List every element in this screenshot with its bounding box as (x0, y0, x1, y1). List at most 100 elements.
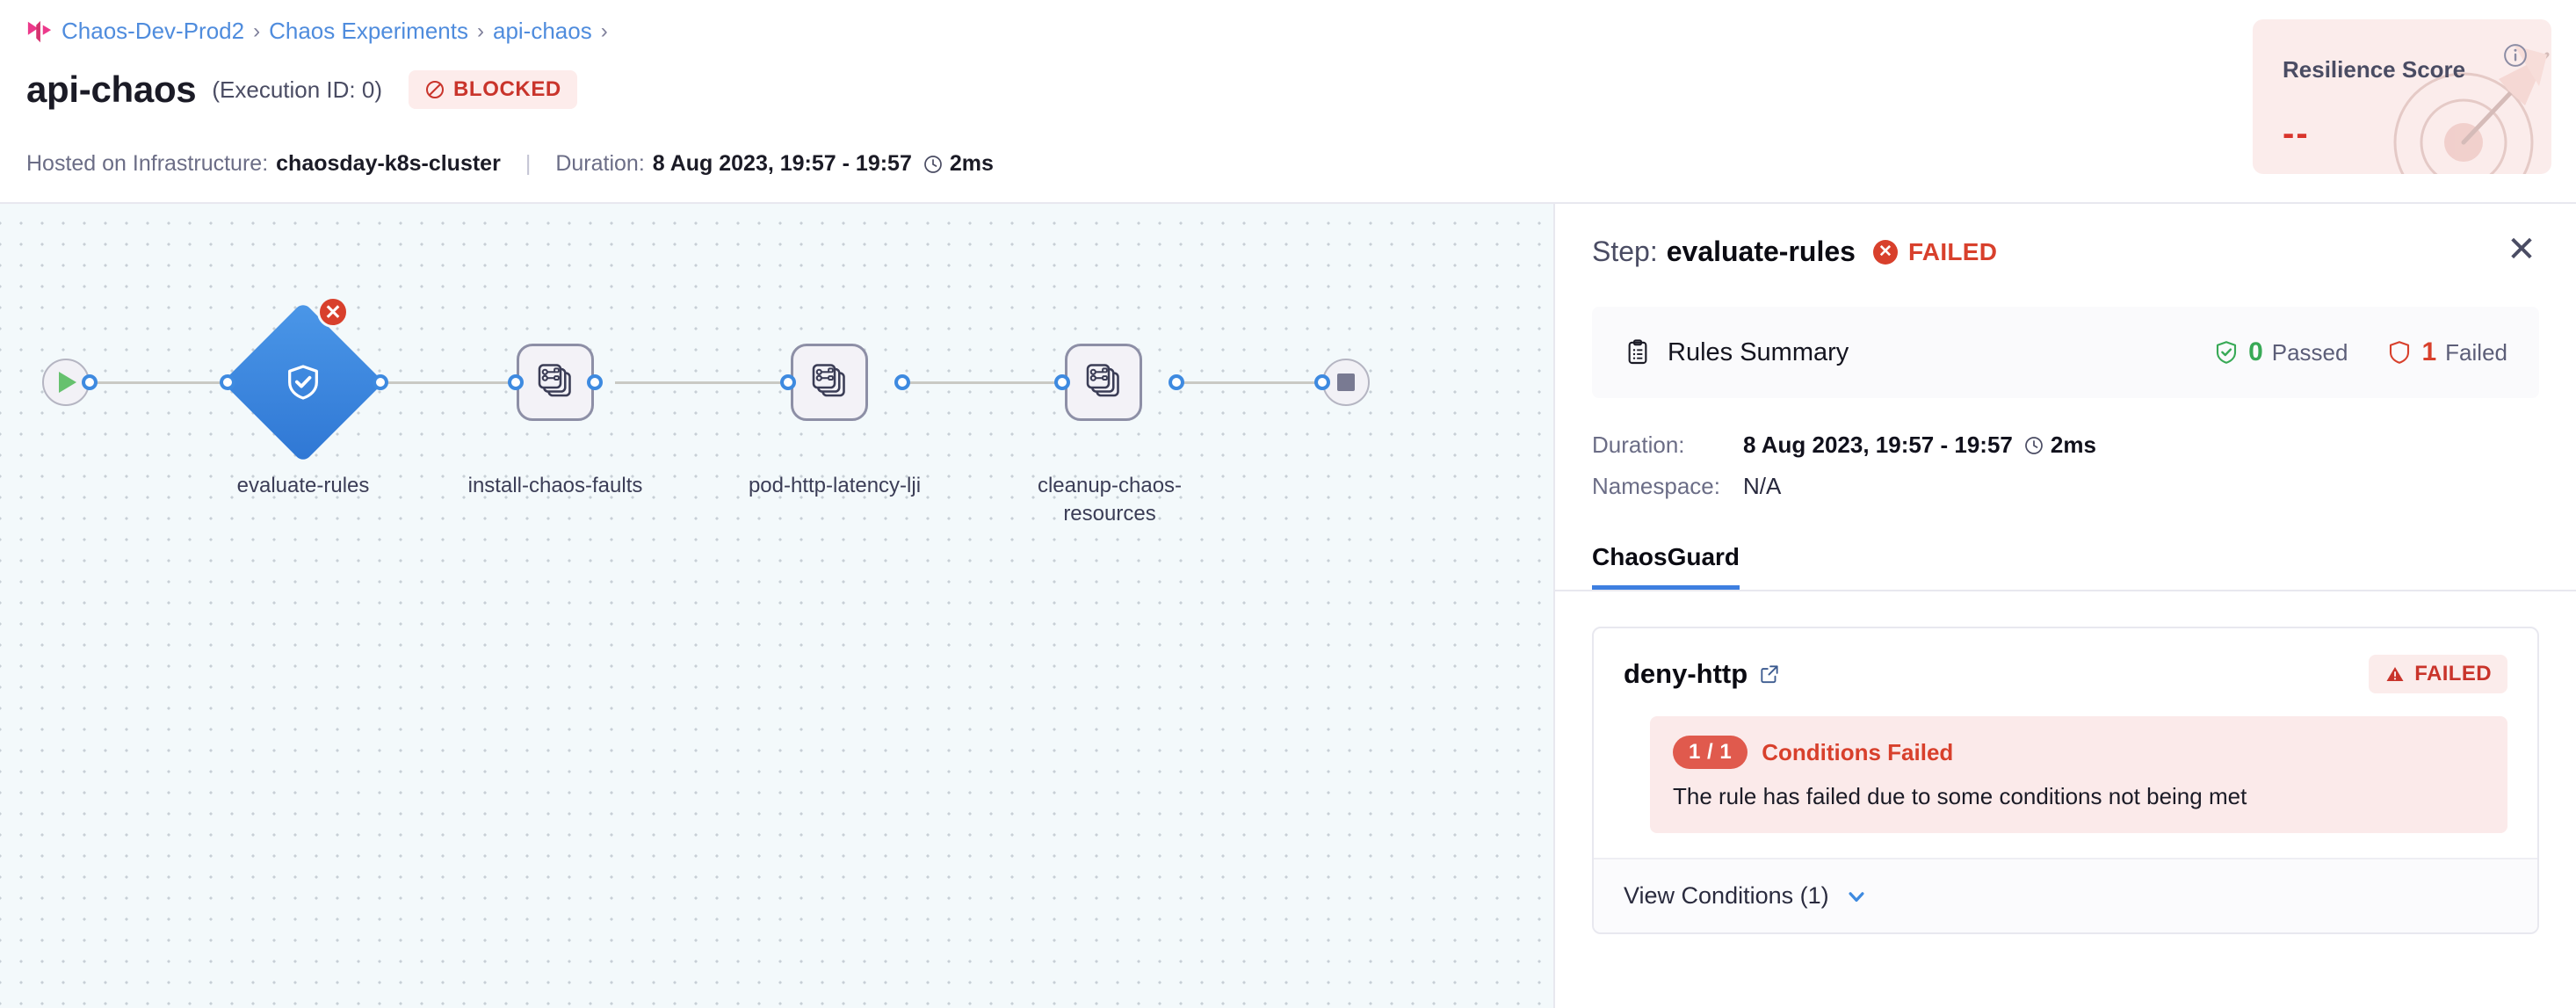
namespace-value: N/A (1743, 473, 1782, 499)
rule-status-badge: FAILED (2369, 655, 2507, 693)
step-details-kv: Duration: 8 Aug 2023, 19:57 - 19:57 2ms … (1592, 431, 2539, 500)
breadcrumb-item-1[interactable]: Chaos Experiments (269, 18, 468, 44)
node-cleanup-chaos-resources[interactable] (1065, 344, 1142, 421)
rules-summary-card: Rules Summary 0 Passed 1 Failed (1592, 307, 2539, 398)
edge-install-to-podhttp (615, 381, 780, 384)
view-conditions-toggle[interactable]: View Conditions (1) (1594, 858, 2537, 932)
duration-time: 2ms (949, 151, 994, 176)
edge-start-to-evaluate (93, 381, 227, 384)
warning-triangle-icon (2386, 667, 2404, 681)
execution-id: (Execution ID: 0) (212, 76, 382, 103)
node-pod-http-latency-lji[interactable] (791, 344, 868, 421)
conditions-failed-count: 1 / 1 (1673, 736, 1748, 769)
error-x-icon: ✕ (317, 296, 349, 328)
chaos-fault-icon (538, 364, 571, 397)
node-label-install-chaos-faults: install-chaos-faults (467, 474, 643, 497)
chevron-down-icon[interactable] (1843, 883, 1870, 910)
conditions-failed-box: 1 / 1 Conditions Failed The rule has fai… (1650, 716, 2507, 833)
tab-chaosguard[interactable]: ChaosGuard (1592, 543, 1740, 590)
rules-passed-label: Passed (2271, 338, 2348, 366)
infra-label: Hosted on Infrastructure: (26, 151, 269, 176)
rules-summary-stats: 0 Passed 1 Failed (2213, 337, 2507, 367)
duration-row: Duration: 8 Aug 2023, 19:57 - 19:57 2ms (1592, 431, 2539, 459)
play-icon (59, 372, 76, 393)
node-install-chaos-faults-port-in[interactable] (508, 374, 524, 390)
conditions-failed-header: 1 / 1 Conditions Failed (1673, 736, 2485, 769)
namespace-row: Namespace: N/A (1592, 473, 2539, 500)
duration-time: 2ms (2050, 431, 2096, 458)
shield-check-icon (2217, 341, 2237, 364)
node-label-cleanup-chaos-resources: cleanup-chaos-resources (1037, 474, 1183, 526)
start-node-port-out[interactable] (82, 374, 98, 390)
rules-failed-count: 1 (2421, 337, 2437, 366)
namespace-key: Namespace: (1592, 473, 1720, 499)
duration-label: Duration: (555, 151, 645, 176)
meta-row: Hosted on Infrastructure: chaosday-k8s-c… (26, 151, 994, 177)
breadcrumb-separator: › (253, 18, 261, 43)
node-evaluate-rules-port-in[interactable] (220, 374, 235, 390)
breadcrumb-item-2[interactable]: api-chaos (492, 18, 592, 44)
status-badge: BLOCKED (409, 70, 577, 109)
pipeline-canvas[interactable]: ✕ evaluate-rules install-chaos-faults (0, 204, 1553, 1008)
info-icon[interactable] (2502, 42, 2529, 69)
node-label-evaluate-rules: evaluate-rules (236, 474, 370, 497)
page-header: Chaos-Dev-Prod2 › Chaos Experiments › ap… (0, 0, 2576, 204)
rules-failed-stat: 1 Failed (2386, 337, 2507, 367)
node-pod-http-latency-lji-port-out[interactable] (894, 374, 910, 390)
blocked-icon (426, 81, 444, 98)
title-row: api-chaos (Execution ID: 0) BLOCKED (26, 69, 577, 111)
rules-failed-label: Failed (2445, 338, 2507, 366)
view-conditions-label: View Conditions (1) (1624, 882, 1829, 909)
breadcrumb-separator-trailing: › (600, 18, 608, 43)
page-title: api-chaos (26, 69, 197, 110)
shield-check-icon (283, 362, 323, 402)
close-icon[interactable]: ✕ (2507, 230, 2536, 269)
end-node-port-in[interactable] (1314, 374, 1330, 390)
edge-cleanup-to-end (1176, 381, 1318, 384)
status-badge-label: BLOCKED (453, 77, 561, 101)
panel-tabs: ChaosGuard (1555, 526, 2576, 591)
rules-summary-title: Rules Summary (1668, 337, 1849, 366)
infra-value: chaosday-k8s-cluster (276, 151, 501, 176)
shield-outline-icon (2390, 341, 2410, 364)
conditions-failed-description: The rule has failed due to some conditio… (1673, 783, 2247, 809)
node-pod-http-latency-lji-port-in[interactable] (780, 374, 796, 390)
external-link-icon[interactable] (1758, 663, 1781, 685)
resilience-score-value: -- (2283, 114, 2310, 153)
node-install-chaos-faults[interactable] (517, 344, 594, 421)
clock-icon (2025, 436, 2043, 454)
clipboard-icon (1628, 339, 1647, 365)
chaos-fault-icon (812, 364, 845, 397)
conditions-failed-title: Conditions Failed (1762, 738, 1954, 765)
step-name: evaluate-rules (1666, 236, 1856, 267)
duration-value: 8 Aug 2023, 19:57 - 19:57 (652, 151, 912, 176)
rule-card-deny-http: deny-http FAILED 1 / 1 (1592, 627, 2539, 934)
rule-header: deny-http FAILED (1594, 628, 2537, 693)
harness-logo-icon (27, 20, 52, 42)
node-evaluate-rules-port-out[interactable] (373, 374, 388, 390)
step-status: FAILED (1907, 237, 1998, 265)
breadcrumb-separator: › (476, 18, 484, 43)
chaos-fault-icon (1086, 364, 1119, 397)
breadcrumb: Chaos-Dev-Prod2 › Chaos Experiments › ap… (26, 18, 608, 45)
rules-passed-count: 0 (2248, 337, 2263, 366)
resilience-score-title: Resilience Score (2283, 56, 2466, 83)
edge-evaluate-to-install (380, 381, 513, 384)
panel-header: Step: evaluate-rules ✕ FAILED ✕ (1555, 204, 2576, 268)
node-install-chaos-faults-port-out[interactable] (587, 374, 603, 390)
rule-name: deny-http (1624, 658, 1748, 689)
rules-passed-stat: 0 Passed (2213, 337, 2348, 367)
node-label-pod-http-latency-lji: pod-http-latency-lji (748, 474, 922, 497)
rules-summary-header: Rules Summary (1624, 338, 1849, 367)
end-node[interactable] (1322, 359, 1370, 406)
resilience-score-card: Resilience Score -- (2253, 19, 2551, 174)
step-details-panel: Step: evaluate-rules ✕ FAILED ✕ Rules Su… (1553, 204, 2576, 1008)
node-cleanup-chaos-resources-port-out[interactable] (1169, 374, 1184, 390)
stop-icon (1337, 373, 1355, 391)
breadcrumb-item-0[interactable]: Chaos-Dev-Prod2 (62, 18, 245, 44)
step-label: Step: (1592, 236, 1658, 267)
duration-value: 8 Aug 2023, 19:57 - 19:57 (1743, 431, 2013, 458)
node-cleanup-chaos-resources-port-in[interactable] (1054, 374, 1070, 390)
edge-podhttp-to-cleanup (901, 381, 1056, 384)
